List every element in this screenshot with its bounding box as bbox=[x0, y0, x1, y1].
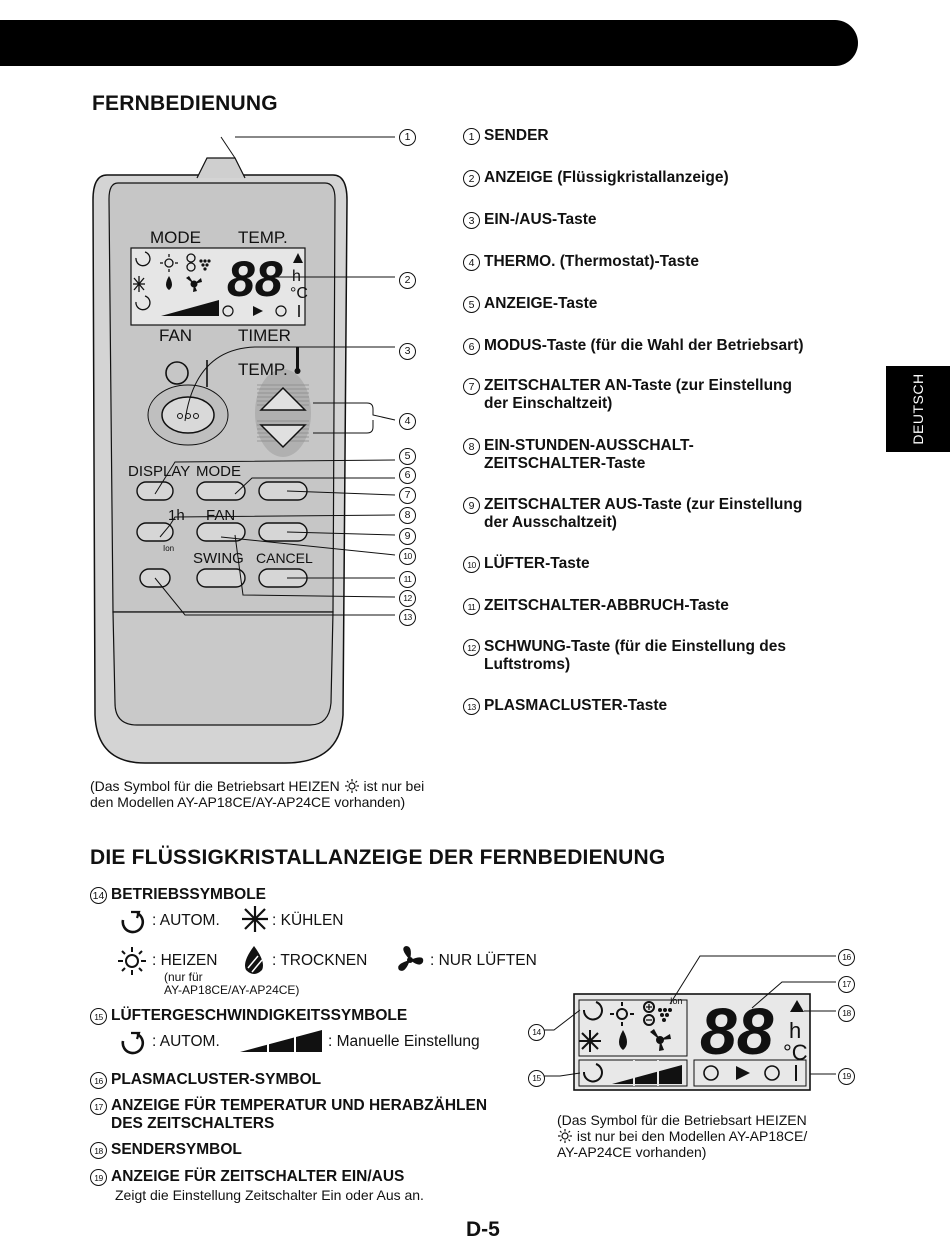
mode-fan-text: : NUR LÜFTEN bbox=[430, 952, 537, 969]
mode-dry-text: : TROCKNEN bbox=[272, 952, 368, 969]
remote-temp-button-label: TEMP. bbox=[238, 360, 288, 379]
svg-text:Ion: Ion bbox=[670, 996, 683, 1006]
remote-fan-label: FAN bbox=[159, 326, 193, 345]
remote-mode-button-label: MODE bbox=[196, 463, 241, 480]
remote-lcd-celsius: °C bbox=[290, 285, 308, 302]
remote-1h-label: 1h bbox=[168, 507, 185, 524]
remote-lcd-symbols: 88 bbox=[133, 251, 303, 317]
callout-7: 7 bbox=[399, 485, 420, 504]
section-title-lcd: DIE FLÜSSIGKRISTALLANZEIGE DER FERNBEDIE… bbox=[90, 846, 666, 869]
auto-icon bbox=[121, 910, 145, 934]
mode-heat-text: : HEIZEN bbox=[152, 952, 218, 969]
callout-4: 4 bbox=[399, 411, 420, 430]
language-tab: DEUTSCH bbox=[886, 366, 950, 452]
svg-text:°C: °C bbox=[783, 1040, 808, 1065]
callout-13: 13 bbox=[399, 607, 420, 626]
cool-icon bbox=[242, 906, 268, 932]
remote-lcd-h: h bbox=[292, 268, 301, 285]
fan-icon bbox=[398, 946, 424, 971]
lcd-callout-17: 17 bbox=[838, 974, 859, 993]
callout-8: 8 bbox=[399, 505, 420, 524]
fan-auto-text: : AUTOM. bbox=[152, 1033, 220, 1050]
lcd-callout-15: 15 bbox=[528, 1068, 549, 1087]
lcd-callout-16: 16 bbox=[838, 947, 859, 966]
fan-auto-icon bbox=[121, 1031, 145, 1055]
remote-ion-label: Ion bbox=[163, 544, 175, 553]
lcd-callout-18: 18 bbox=[838, 1003, 859, 1022]
fan-manual-text: : Manuelle Einstellung bbox=[328, 1033, 480, 1050]
callout-10: 10 bbox=[399, 546, 420, 565]
callout-11: 11 bbox=[399, 569, 420, 588]
heat-icon bbox=[118, 947, 146, 975]
sun-icon bbox=[344, 779, 359, 793]
svg-text:h: h bbox=[789, 1018, 801, 1043]
callout-6: 6 bbox=[399, 465, 420, 484]
note-heating-lcd: (Das Symbol für die Betriebsart HEIZEN i… bbox=[557, 1112, 808, 1160]
remote-illustration bbox=[92, 136, 396, 764]
remote-display-label: DISPLAY bbox=[128, 463, 191, 480]
section-title-remote: FERNBEDIENUNG bbox=[92, 92, 278, 115]
lcd-callout-14: 14 bbox=[528, 1022, 549, 1041]
callout-5: 5 bbox=[399, 446, 420, 465]
callout-3: 3 bbox=[399, 341, 420, 360]
remote-fan-button-label: FAN bbox=[206, 507, 236, 524]
header-bar bbox=[0, 20, 858, 66]
section-19-desc: Zeigt die Einstellung Zeitschalter Ein o… bbox=[115, 1187, 424, 1203]
page-number: D-5 bbox=[466, 1218, 500, 1241]
svg-text:88: 88 bbox=[700, 994, 774, 1068]
remote-lcd-temp-label: TEMP. bbox=[238, 228, 288, 247]
lcd-callout-19: 19 bbox=[838, 1066, 859, 1085]
callout-9: 9 bbox=[399, 526, 420, 545]
mode-auto-text: : AUTOM. bbox=[152, 912, 220, 929]
remote-cancel-label: CANCEL bbox=[256, 550, 313, 566]
callout-2: 2 bbox=[399, 270, 420, 289]
fan-level-icon bbox=[240, 1028, 322, 1054]
callout-12: 12 bbox=[399, 588, 420, 607]
remote-lcd-mode-label: MODE bbox=[150, 228, 201, 247]
sun-icon bbox=[558, 1129, 572, 1143]
lcd-detail-figure: Ion 88 h °C bbox=[544, 955, 836, 1091]
dry-icon bbox=[245, 946, 263, 974]
callout-1: 1 bbox=[399, 127, 420, 146]
remote-lcd-digits: 88 bbox=[227, 251, 283, 307]
remote-swing-label: SWING bbox=[193, 550, 244, 567]
note-heating: (Das Symbol für die Betriebsart HEIZEN i… bbox=[90, 778, 425, 810]
mode-cool-text: : KÜHLEN bbox=[272, 912, 344, 929]
remote-timer-label: TIMER bbox=[238, 326, 291, 345]
